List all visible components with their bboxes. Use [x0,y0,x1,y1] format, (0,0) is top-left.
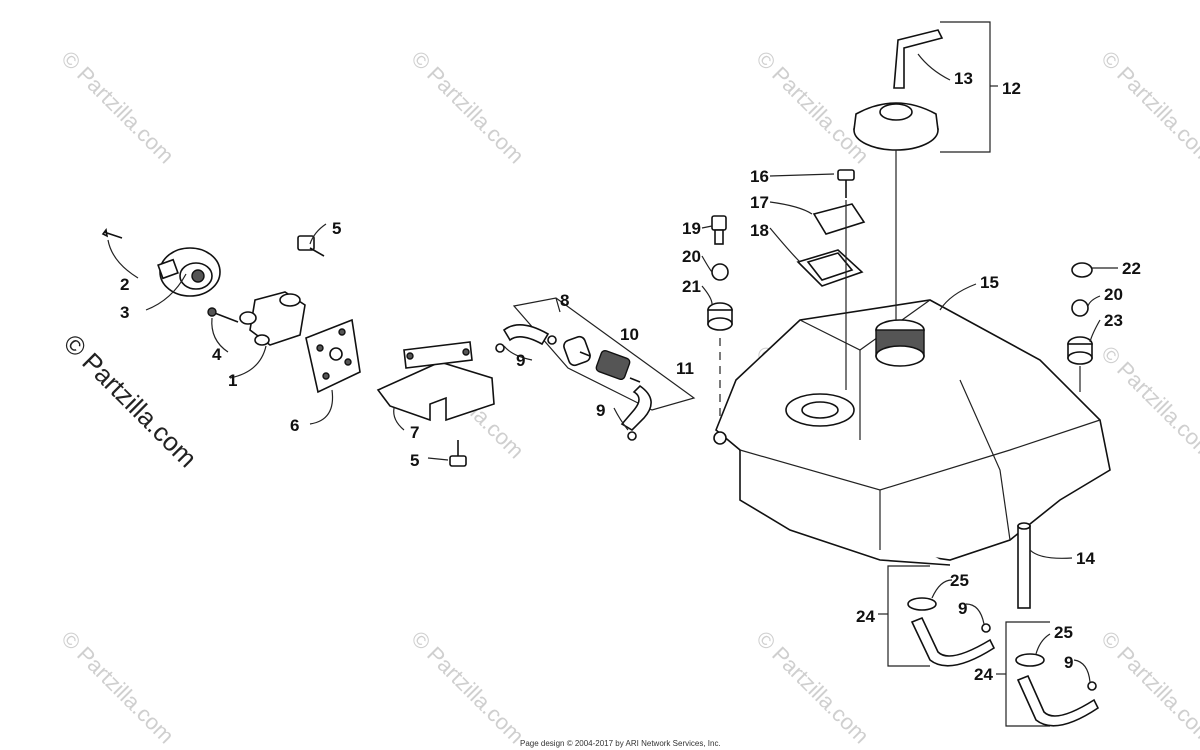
watermark-4: © Partzilla.com [1096,46,1200,169]
callout-25-a: 25 [950,571,969,590]
callout-25-b: 25 [1054,623,1073,642]
fuel-filter-group [495,297,696,441]
access-cover-group [796,169,866,287]
screw-16 [837,169,855,198]
valve-knob-3 [157,247,221,297]
watermark-7: © Partzilla.com [1096,341,1200,464]
callout-20-left: 20 [682,247,701,266]
washer-20-left [711,263,729,281]
clamp-25-a [907,597,937,611]
callout-9-filter-right: 9 [596,401,605,420]
callout-20-right: 20 [1104,285,1123,304]
mount-stack-right [1067,262,1093,392]
washer-20-right [1071,299,1089,317]
watermark-10: © Partzilla.com [751,626,874,749]
screw-2 [101,228,123,239]
callout-19: 19 [682,219,701,238]
callout-5-bottom: 5 [410,451,419,470]
mounting-plate-6 [305,318,361,394]
callout-23: 23 [1104,311,1123,330]
callout-5-top: 5 [332,219,341,238]
callout-9-hose-b: 9 [1064,653,1073,672]
callout-22: 22 [1122,259,1141,278]
pickup-tube-14 [1017,522,1031,609]
mount-stack-left [707,215,733,428]
callout-24-a: 24 [856,607,875,626]
callout-9-hose-a: 9 [958,599,967,618]
callout-16: 16 [750,167,769,186]
elbow-hose-b [1016,674,1100,727]
watermark-dark: © Partzilla.com [58,328,203,473]
watermark-3: © Partzilla.com [751,46,874,169]
bracket-12 [940,21,991,153]
cover-plate-17 [812,203,866,235]
callout-17: 17 [750,193,769,212]
leader-lines [107,53,1118,683]
grommet-21-left [707,302,733,331]
clamp-25-b [1015,653,1045,667]
gas-cap [853,102,939,151]
callout-7: 7 [410,423,419,442]
watermark-2: © Partzilla.com [406,46,529,169]
callout-9-filter-left: 9 [516,351,525,370]
sleeve-10 [563,335,591,367]
hose-9-a [502,324,550,346]
fuel-filter-11 [579,349,641,383]
callout-13: 13 [954,69,973,88]
callout-1: 1 [228,371,237,390]
bracket-8-box [512,297,696,411]
hose-kit-24-a [878,565,996,667]
watermark-1: © Partzilla.com [56,46,179,169]
callout-3: 3 [120,303,129,322]
callout-4: 4 [212,345,222,364]
watermark-9: © Partzilla.com [406,626,529,749]
watermark-8: © Partzilla.com [56,626,179,749]
clamp-9-d [1087,681,1097,691]
watermark-11: © Partzilla.com [1096,626,1200,749]
callout-8: 8 [560,291,569,310]
bolt-5-bottom [449,440,467,467]
callout-12: 12 [1002,79,1021,98]
clamp-9-b [627,431,637,441]
callout-numbers: 1 2 3 4 5 5 6 7 8 9 9 9 9 10 11 12 13 14… [120,69,1141,684]
hose-kit-24-b [996,621,1100,727]
gas-tank-15 [713,299,1111,566]
callout-18: 18 [750,221,769,240]
callout-10: 10 [620,325,639,344]
fuel-valve-1 [239,291,306,346]
bracket-7 [376,341,495,422]
callout-2: 2 [120,275,129,294]
fuel-valve-assembly [101,228,495,467]
clamp-9-a [495,343,505,353]
hose-9-b [620,384,652,432]
callout-14: 14 [1076,549,1095,568]
callout-24-b: 24 [974,665,993,684]
callout-6: 6 [290,416,299,435]
vent-tube-13 [893,29,944,89]
bolt-19 [711,215,727,245]
nut-22 [1071,262,1093,278]
grommet-23 [1067,336,1093,365]
callout-21: 21 [682,277,701,296]
callout-11: 11 [676,359,694,378]
copyright-footer: Page design © 2004-2017 by ARI Network S… [520,739,721,748]
elbow-hose-a [910,616,996,667]
gas-cap-assembly [853,21,998,153]
clamp-9-c [981,623,991,633]
callout-15: 15 [980,273,999,292]
bolt-5-top [297,235,325,257]
